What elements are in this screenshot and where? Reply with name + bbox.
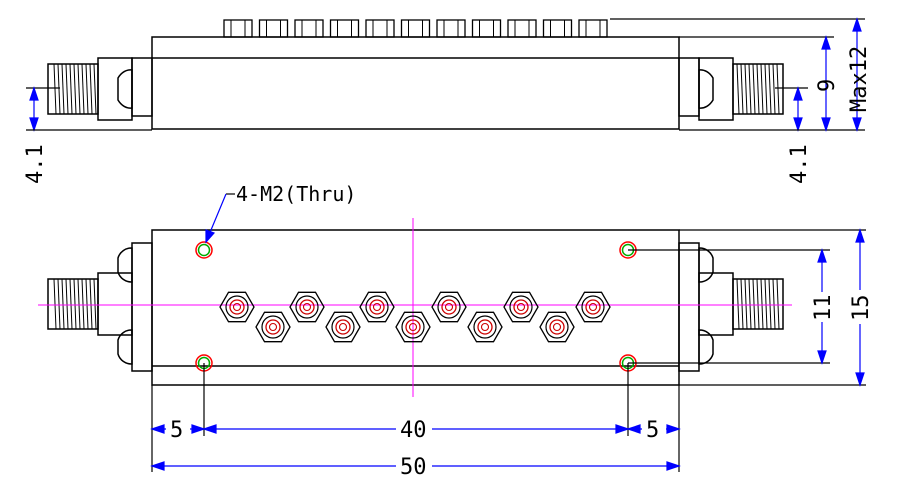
mount-holes-label: 4-M2(Thru) — [236, 182, 356, 206]
side-tuning-screw — [258, 19, 289, 38]
side-view — [47, 19, 784, 130]
mount-hole-leader — [205, 193, 235, 244]
tuning-screw — [539, 311, 575, 343]
side-body — [151, 36, 680, 130]
tuning-screw — [255, 311, 291, 343]
edge-right-label: 5 — [646, 418, 659, 443]
side-tuning-screw — [400, 19, 431, 38]
width-total-label: 15 — [849, 295, 874, 322]
tuning-screw — [289, 291, 325, 323]
side-right-flange — [678, 57, 700, 117]
center-lines — [38, 218, 792, 397]
side-tuning-screw — [507, 19, 537, 38]
tuning-screw — [325, 311, 361, 343]
side-tuning-screw — [223, 19, 253, 38]
tuning-screw — [503, 291, 539, 323]
height-max-label: Max12 — [847, 46, 872, 112]
top-tuning-screws — [219, 291, 611, 343]
tuning-screw — [219, 291, 255, 323]
side-tuning-screw — [542, 19, 573, 38]
side-tuning-screw — [578, 19, 608, 38]
tuning-screw — [467, 311, 503, 343]
hole-spacing-vertical-label: 11 — [811, 295, 836, 322]
top-view — [47, 229, 784, 386]
side-tuning-screw — [294, 19, 324, 38]
connector-offset-right-label: 4.1 — [787, 144, 812, 184]
top-right-connector — [698, 272, 784, 336]
tuning-screw — [431, 291, 467, 323]
height-body-label: 9 — [815, 79, 840, 92]
top-dimensions — [150, 228, 866, 472]
side-right-connector — [698, 57, 784, 121]
mounting-holes — [195, 241, 637, 372]
side-tuning-screw — [436, 19, 466, 38]
length-total-label: 50 — [400, 455, 427, 480]
tuning-screw — [359, 291, 395, 323]
side-left-connector — [47, 57, 133, 121]
side-tuning-screws — [223, 19, 608, 38]
tuning-screw — [395, 311, 431, 343]
side-left-flange — [131, 57, 153, 117]
connector-offset-left-label: 4.1 — [23, 144, 48, 184]
mount-hole — [195, 241, 213, 259]
side-tuning-screw — [329, 19, 360, 38]
side-dimensions — [26, 17, 865, 132]
tuning-screw — [575, 291, 611, 323]
side-tuning-screw — [471, 19, 502, 38]
hole-spacing-horizontal-label: 40 — [400, 418, 427, 443]
side-tuning-screw — [365, 19, 395, 38]
edge-left-label: 5 — [170, 418, 183, 443]
top-left-connector — [47, 272, 133, 336]
